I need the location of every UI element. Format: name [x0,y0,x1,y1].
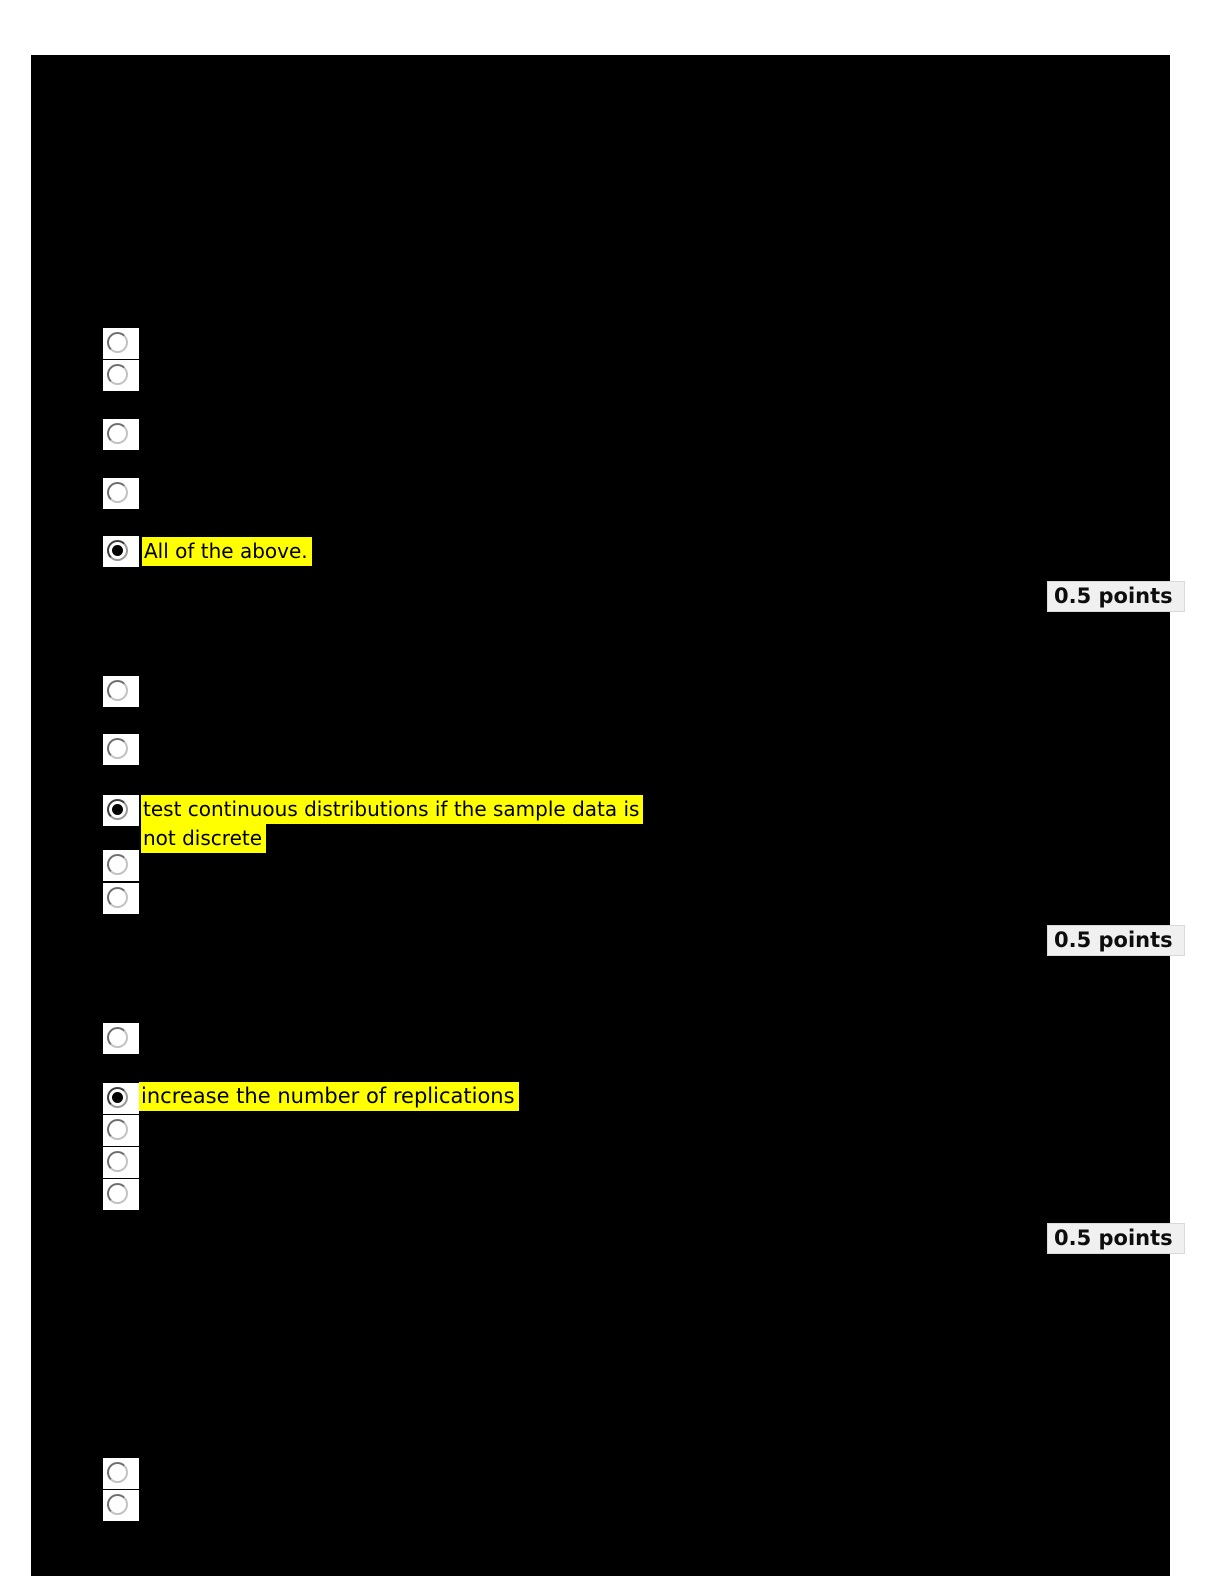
radio-circle-icon [107,680,128,701]
radio-circle-icon [107,1151,128,1172]
q1-option-3-radio[interactable] [103,419,139,450]
q1-points-badge: 0.5 points [1047,581,1185,612]
quiz-content-panel: All of the above. 0.5 points test contin… [31,55,1185,1576]
q3-option-1-radio[interactable] [103,1023,139,1054]
radio-circle-icon [107,1183,128,1204]
q3-points-badge: 0.5 points [1047,1223,1185,1254]
q2-points-badge: 0.5 points [1047,925,1185,956]
q1-option-2-radio[interactable] [103,360,139,391]
q1-answer-line: All of the above. [142,537,312,566]
radio-circle-icon [107,738,128,759]
radio-circle-icon [107,423,128,444]
q3-answer-line: increase the number of replications [139,1082,519,1111]
radio-circle-icon [107,1494,128,1515]
q1-option-5-radio-selected[interactable] [103,536,139,567]
radio-selected-circle-icon [107,799,128,820]
q1-option-4-radio[interactable] [103,478,139,509]
q2-option-2-radio[interactable] [103,734,139,765]
q3-option-3-radio[interactable] [103,1115,139,1146]
q2-selected-answer-label[interactable]: test continuous distributions if the sam… [141,795,644,853]
q4-option-1-radio[interactable] [103,1458,139,1489]
radio-circle-icon [107,364,128,385]
q1-option-1-radio[interactable] [103,328,139,359]
q2-answer-line-2: not discrete [141,824,267,853]
q2-option-4-radio[interactable] [103,850,139,881]
radio-selected-circle-icon [107,540,128,561]
q3-selected-answer-label[interactable]: increase the number of replications [139,1082,519,1111]
radio-circle-icon [107,1462,128,1483]
radio-circle-icon [107,887,128,908]
q2-option-3-radio-selected[interactable] [103,795,139,826]
q3-option-5-radio[interactable] [103,1179,139,1210]
radio-circle-icon [107,482,128,503]
q2-option-1-radio[interactable] [103,676,139,707]
q4-option-2-radio[interactable] [103,1490,139,1521]
q3-option-2-radio-selected[interactable] [103,1083,139,1114]
q2-answer-line-1: test continuous distributions if the sam… [141,795,644,824]
radio-circle-icon [107,1119,128,1140]
q2-option-5-radio[interactable] [103,883,139,914]
q1-selected-answer-label[interactable]: All of the above. [142,537,312,566]
radio-circle-icon [107,1027,128,1048]
radio-selected-circle-icon [107,1087,128,1108]
radio-circle-icon [107,332,128,353]
q3-option-4-radio[interactable] [103,1147,139,1178]
radio-circle-icon [107,854,128,875]
